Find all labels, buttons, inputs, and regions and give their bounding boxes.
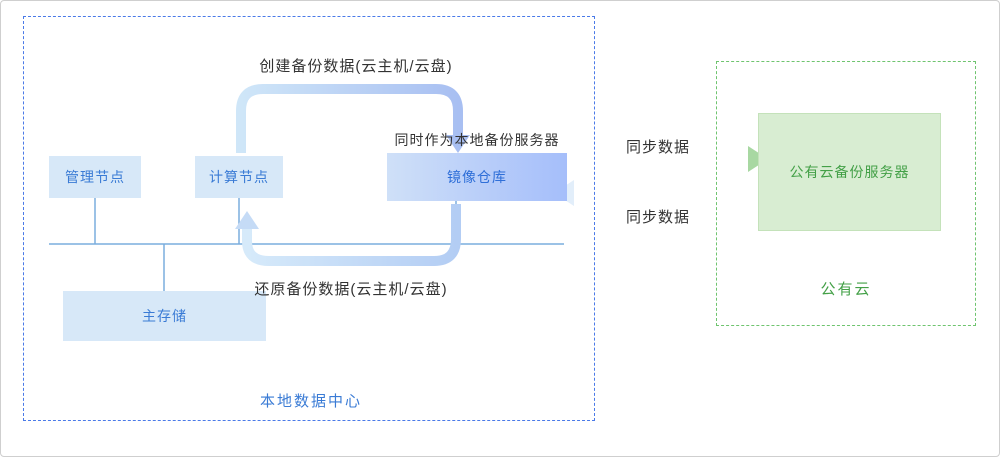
restore-backup-arrow (242, 204, 461, 266)
sync-to-cloud-label: 同步数据 (625, 139, 690, 156)
compute-node-label: 计算节点 (209, 169, 269, 185)
create-backup-label: 创建备份数据(云主机/云盘) (259, 58, 453, 75)
mirror-repository-label: 镜像仓库 (447, 169, 507, 185)
public-cloud-caption: 公有云 (820, 281, 872, 298)
mirror-repository-note: 同时作为本地备份服务器 (394, 132, 560, 148)
sync-from-cloud-label: 同步数据 (625, 209, 690, 226)
local-datacenter-region (23, 16, 595, 421)
create-backup-arrow (236, 84, 463, 153)
compute-node-box: 计算节点 (195, 156, 283, 198)
mirror-repository-box: 镜像仓库 (387, 153, 567, 201)
local-datacenter-caption: 本地数据中心 (259, 393, 362, 410)
primary-storage-label: 主存储 (142, 308, 187, 324)
restore-backup-label: 还原备份数据(云主机/云盘) (254, 281, 448, 298)
management-node-box: 管理节点 (49, 156, 141, 198)
restore-backup-arrowhead (235, 211, 259, 229)
create-backup-arrowhead (446, 135, 470, 153)
public-cloud-backup-server-label: 公有云备份服务器 (789, 164, 910, 180)
management-node-label: 管理节点 (65, 169, 125, 185)
primary-storage-box: 主存储 (63, 291, 266, 341)
public-cloud-backup-server-box: 公有云备份服务器 (758, 113, 941, 231)
